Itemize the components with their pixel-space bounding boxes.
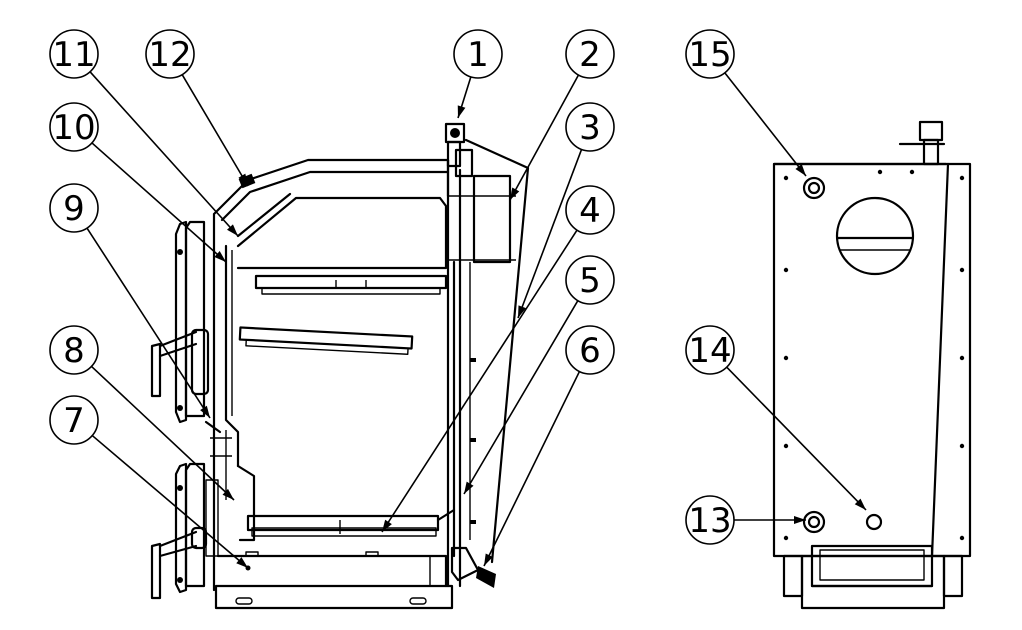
callout-leader-line	[89, 71, 239, 237]
callout-4: 4	[381, 185, 615, 533]
callout-15: 15	[685, 29, 807, 177]
callout-arrowhead	[518, 305, 526, 318]
callout-number: 9	[63, 189, 85, 229]
callout-2: 2	[509, 29, 615, 201]
callout-leader-line	[91, 142, 227, 263]
callout-number: 2	[579, 35, 601, 75]
callout-arrowhead	[226, 224, 238, 236]
callout-6: 6	[483, 325, 615, 567]
callout-number: 13	[688, 501, 731, 541]
callout-arrowhead	[382, 519, 392, 532]
callout-circle	[565, 255, 615, 305]
callout-5: 5	[463, 255, 615, 495]
callout-leader-line	[181, 74, 249, 187]
callout-13: 13	[685, 495, 806, 545]
callout-circle	[565, 325, 615, 375]
callout-arrowhead	[236, 557, 248, 568]
callout-circle	[685, 495, 735, 545]
callout-leader-line	[483, 371, 581, 567]
callout-8: 8	[49, 325, 235, 501]
callout-circle	[453, 29, 503, 79]
callout-circle	[565, 29, 615, 79]
callout-circle	[49, 395, 99, 445]
callout-arrowhead	[214, 251, 226, 262]
callout-12: 12	[145, 29, 249, 187]
callout-arrowhead	[484, 553, 493, 566]
callout-11: 11	[49, 29, 239, 237]
callout-arrowhead	[854, 498, 866, 510]
callout-leader-line	[86, 227, 211, 419]
callout-circle	[145, 29, 195, 79]
callout-number: 5	[579, 261, 601, 301]
callout-arrowhead	[464, 481, 474, 494]
callout-leader-line	[91, 434, 249, 569]
callout-number: 10	[52, 108, 95, 148]
callout-10: 10	[49, 102, 227, 263]
callout-circle	[49, 183, 99, 233]
section-view	[150, 122, 530, 610]
callout-arrowhead	[795, 164, 806, 176]
callout-number: 8	[63, 331, 85, 371]
callout-arrowhead	[200, 405, 210, 418]
callout-leader-line	[726, 366, 867, 511]
callout-number: 1	[467, 35, 489, 75]
callout-arrowhead	[238, 173, 248, 186]
callout-7: 7	[49, 395, 249, 569]
callout-number: 11	[52, 35, 95, 75]
callout-circle	[49, 102, 99, 152]
callout-number: 14	[688, 331, 731, 371]
callout-3: 3	[517, 102, 615, 319]
callout-leader-line	[724, 72, 807, 177]
callout-leader-line	[463, 300, 579, 495]
callout-circle	[565, 102, 615, 152]
callout-leader-line	[517, 149, 583, 319]
callout-circle	[49, 325, 99, 375]
rear-view	[772, 120, 972, 610]
callout-circle	[685, 29, 735, 79]
callout-number: 6	[579, 331, 601, 371]
callout-leader-line	[509, 74, 580, 201]
callout-circle	[49, 29, 99, 79]
callout-leader-line	[381, 229, 578, 533]
callout-number: 12	[148, 35, 191, 75]
callout-number: 4	[579, 191, 601, 231]
callout-circle	[565, 185, 615, 235]
callout-1: 1	[453, 29, 503, 119]
callout-9: 9	[49, 183, 211, 419]
callout-arrowhead	[510, 187, 520, 200]
callout-number: 15	[688, 35, 731, 75]
callout-leader-line	[90, 365, 235, 501]
callout-arrowhead	[222, 488, 234, 500]
callout-14: 14	[685, 325, 867, 511]
callout-number: 3	[579, 108, 601, 148]
callout-number: 7	[63, 401, 85, 441]
callout-arrowhead	[457, 105, 466, 118]
callout-arrowhead	[794, 516, 806, 524]
callout-circle	[685, 325, 735, 375]
